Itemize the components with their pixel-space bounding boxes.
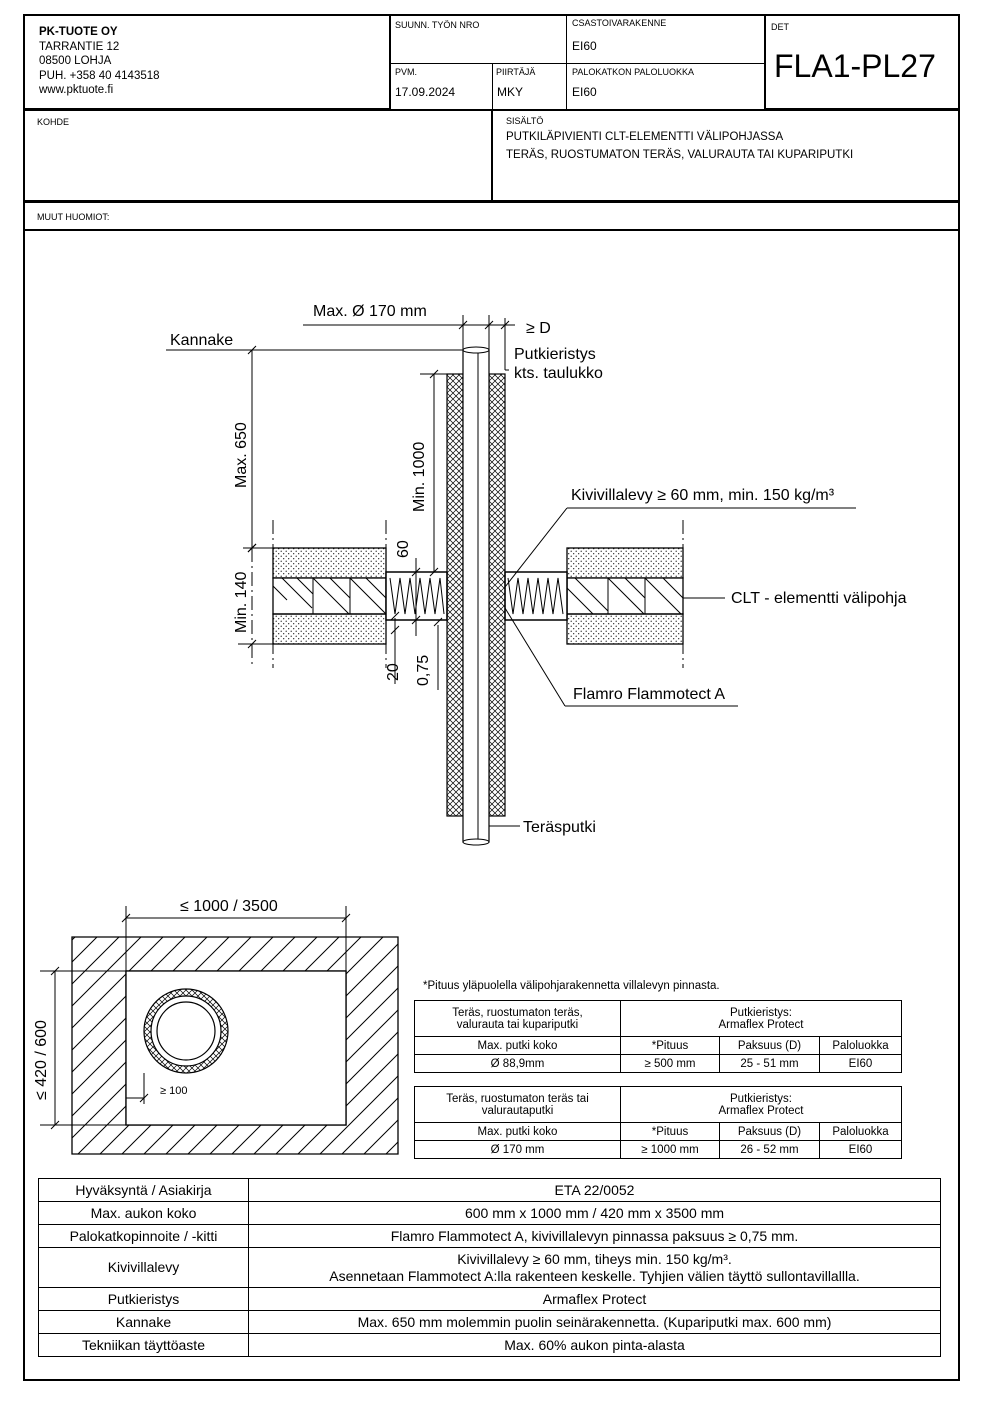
label-terasputki: Teräsputki bbox=[523, 819, 596, 836]
spec2-len: ≥ 1000 mm bbox=[620, 1140, 720, 1159]
csasto-value: EI60 bbox=[572, 39, 597, 53]
label-dim-075: 0,75 bbox=[415, 655, 432, 686]
label-ge-d: ≥ D bbox=[526, 320, 551, 337]
spec1-col-class: Paloluokka bbox=[819, 1036, 902, 1055]
label-kannake: Kannake bbox=[170, 332, 233, 349]
spec2-size: Ø 170 mm bbox=[414, 1140, 621, 1159]
summary-value-4: Armaflex Protect bbox=[248, 1287, 941, 1311]
company-postal: 08500 LOHJA bbox=[39, 55, 112, 67]
spec2-material-l2: valurautaputki bbox=[481, 1104, 554, 1117]
summary-label-1: Max. aukon koko bbox=[38, 1201, 249, 1225]
spec1-col-len: *Pituus bbox=[620, 1036, 720, 1055]
label-min-1000: Min. 1000 bbox=[411, 442, 428, 512]
company-phone: PUH. +358 40 4143518 bbox=[39, 69, 160, 82]
summary-label-6: Tekniikan täyttöaste bbox=[38, 1333, 249, 1357]
summary-value-6: Max. 60% aukon pinta-alasta bbox=[248, 1333, 941, 1357]
spec1-size: Ø 88,9mm bbox=[414, 1054, 621, 1073]
kohde-label: KOHDE bbox=[37, 117, 70, 127]
spec1-thk: 25 - 51 mm bbox=[719, 1054, 820, 1073]
mineral-wool-right bbox=[504, 571, 568, 621]
steel-pipe bbox=[462, 346, 490, 846]
muut-cell: MUUT HUOMIOT: bbox=[23, 201, 960, 231]
summary-label-2: Palokatkopinnoite / -kitti bbox=[38, 1224, 249, 1248]
spec1-material: Teräs, ruostumaton teräs,valurauta tai k… bbox=[414, 1000, 621, 1037]
summary-value-5: Max. 650 mm molemmin puolin seinärakenne… bbox=[248, 1310, 941, 1334]
summary-label-0: Hyväksyntä / Asiakirja bbox=[38, 1178, 249, 1202]
label-dim-20: 20 bbox=[385, 663, 402, 681]
csasto-label: CSASTOIVARAKENNE bbox=[572, 18, 667, 28]
summary-label-4: Putkieristys bbox=[38, 1287, 249, 1311]
spec2-thk: 26 - 52 mm bbox=[719, 1140, 820, 1159]
sisalto-label: SISÄLTÖ bbox=[506, 116, 544, 126]
summary-label-5: Kannake bbox=[38, 1310, 249, 1334]
sisalto-line1: PUTKILÄPIVIENTI CLT-ELEMENTTI VÄLIPOHJAS… bbox=[506, 131, 784, 143]
spec1-len: ≥ 500 mm bbox=[620, 1054, 720, 1073]
company-address: TARRANTIE 12 bbox=[39, 40, 120, 53]
spec1-material-l2: valurauta tai kupariputki bbox=[456, 1018, 579, 1031]
suunn-label: SUUNN. TYÖN NRO bbox=[395, 20, 480, 30]
palokatko-label: PALOKATKON PALOLUOKKA bbox=[572, 67, 695, 77]
spec1-eristys-l1: Putkieristys: bbox=[730, 1006, 792, 1019]
summary-value-2: Flamro Flammotect A, kivivillalevyn pinn… bbox=[248, 1224, 941, 1248]
spec1-material-l1: Teräs, ruostumaton teräs, bbox=[452, 1006, 583, 1019]
pipe-insulation-left bbox=[446, 373, 464, 817]
label-kivivillalevy: Kivivillalevy ≥ 60 mm, min. 150 kg/m³ bbox=[571, 487, 835, 504]
det-value: FLA1-PL27 bbox=[774, 48, 936, 84]
company-name: PK-TUOTE OY bbox=[39, 26, 118, 38]
label-putkieristys-1: Putkieristys bbox=[514, 346, 596, 363]
company-web: www.pktuote.fi bbox=[39, 84, 114, 96]
spec2-col-size: Max. putki koko bbox=[414, 1122, 621, 1141]
sisalto-line2: TERÄS, RUOSTUMATON TERÄS, VALURAUTA TAI … bbox=[506, 149, 854, 161]
label-flamro: Flamro Flammotect A bbox=[573, 686, 725, 703]
label-max-dia: Max. Ø 170 mm bbox=[313, 303, 427, 320]
plan-gap-dim: ≥ 100 bbox=[160, 1085, 187, 1097]
summary-value-0: ETA 22/0052 bbox=[248, 1178, 941, 1202]
spec2-col-class: Paloluokka bbox=[819, 1122, 902, 1141]
label-putkieristys-2: kts. taulukko bbox=[514, 365, 603, 382]
spec1-eristys: Putkieristys:Armaflex Protect bbox=[620, 1000, 902, 1037]
det-label: DET bbox=[771, 22, 789, 32]
summary-value-3: Kivivillalevy ≥ 60 mm, tiheys min. 150 k… bbox=[248, 1247, 941, 1288]
plan-view: ≤ 1000 / 3500 ≤ 420 / 600 ≥ 100 bbox=[33, 898, 399, 1155]
summary-value-1: 600 mm x 1000 mm / 420 mm x 3500 mm bbox=[248, 1201, 941, 1225]
spec2-eristys-l1: Putkieristys: bbox=[730, 1092, 792, 1105]
spec2-class: EI60 bbox=[819, 1140, 902, 1159]
label-clt: CLT - elementti välipohja bbox=[731, 590, 907, 607]
spec2-col-thk: Paksuus (D) bbox=[719, 1122, 820, 1141]
label-dim-60: 60 bbox=[395, 540, 412, 558]
dimension-lines bbox=[166, 315, 856, 827]
spec2-eristys-l2: Armaflex Protect bbox=[718, 1104, 804, 1117]
plan-width-dim: ≤ 1000 / 3500 bbox=[180, 898, 278, 915]
drawing-frame bbox=[23, 14, 960, 1381]
spec1-eristys-l2: Armaflex Protect bbox=[718, 1018, 804, 1031]
plan-height-dim: ≤ 420 / 600 bbox=[33, 1020, 50, 1100]
pipe-insulation-right bbox=[488, 373, 506, 817]
pvm-label: PVM. bbox=[395, 67, 418, 77]
spec-note: *Pituus yläpuolella välipohjarakennetta … bbox=[423, 980, 720, 992]
clt-slab-right bbox=[566, 547, 684, 645]
det-cell: DET FLA1-PL27 bbox=[764, 14, 960, 110]
spec1-col-thk: Paksuus (D) bbox=[719, 1036, 820, 1055]
spec1-class: EI60 bbox=[819, 1054, 902, 1073]
summary-value-3b: Asennetaan Flammotect A:lla rakenteen ke… bbox=[329, 1267, 860, 1284]
spec2-material-l1: Teräs, ruostumaton teräs tai bbox=[446, 1092, 589, 1105]
label-min-140: Min. 140 bbox=[233, 572, 250, 633]
label-max-650: Max. 650 bbox=[233, 422, 250, 488]
pvm-value: 17.09.2024 bbox=[395, 85, 456, 99]
spec1-col-size: Max. putki koko bbox=[414, 1036, 621, 1055]
muut-label: MUUT HUOMIOT: bbox=[37, 212, 110, 222]
summary-value-3a: Kivivillalevy ≥ 60 mm, tiheys min. 150 k… bbox=[457, 1250, 732, 1267]
spec-table-1: Teräs, ruostumaton teräs,valurauta tai k… bbox=[414, 1000, 902, 1073]
summary-label-3: Kivivillalevy bbox=[38, 1247, 249, 1288]
spec2-col-len: *Pituus bbox=[620, 1122, 720, 1141]
palokatko-value: EI60 bbox=[572, 85, 597, 99]
clt-slab-left bbox=[272, 547, 387, 645]
spec2-eristys: Putkieristys:Armaflex Protect bbox=[620, 1086, 902, 1123]
piirtaja-value: MKY bbox=[497, 85, 524, 99]
piirtaja-label: PIIRTÄJÄ bbox=[496, 67, 536, 77]
